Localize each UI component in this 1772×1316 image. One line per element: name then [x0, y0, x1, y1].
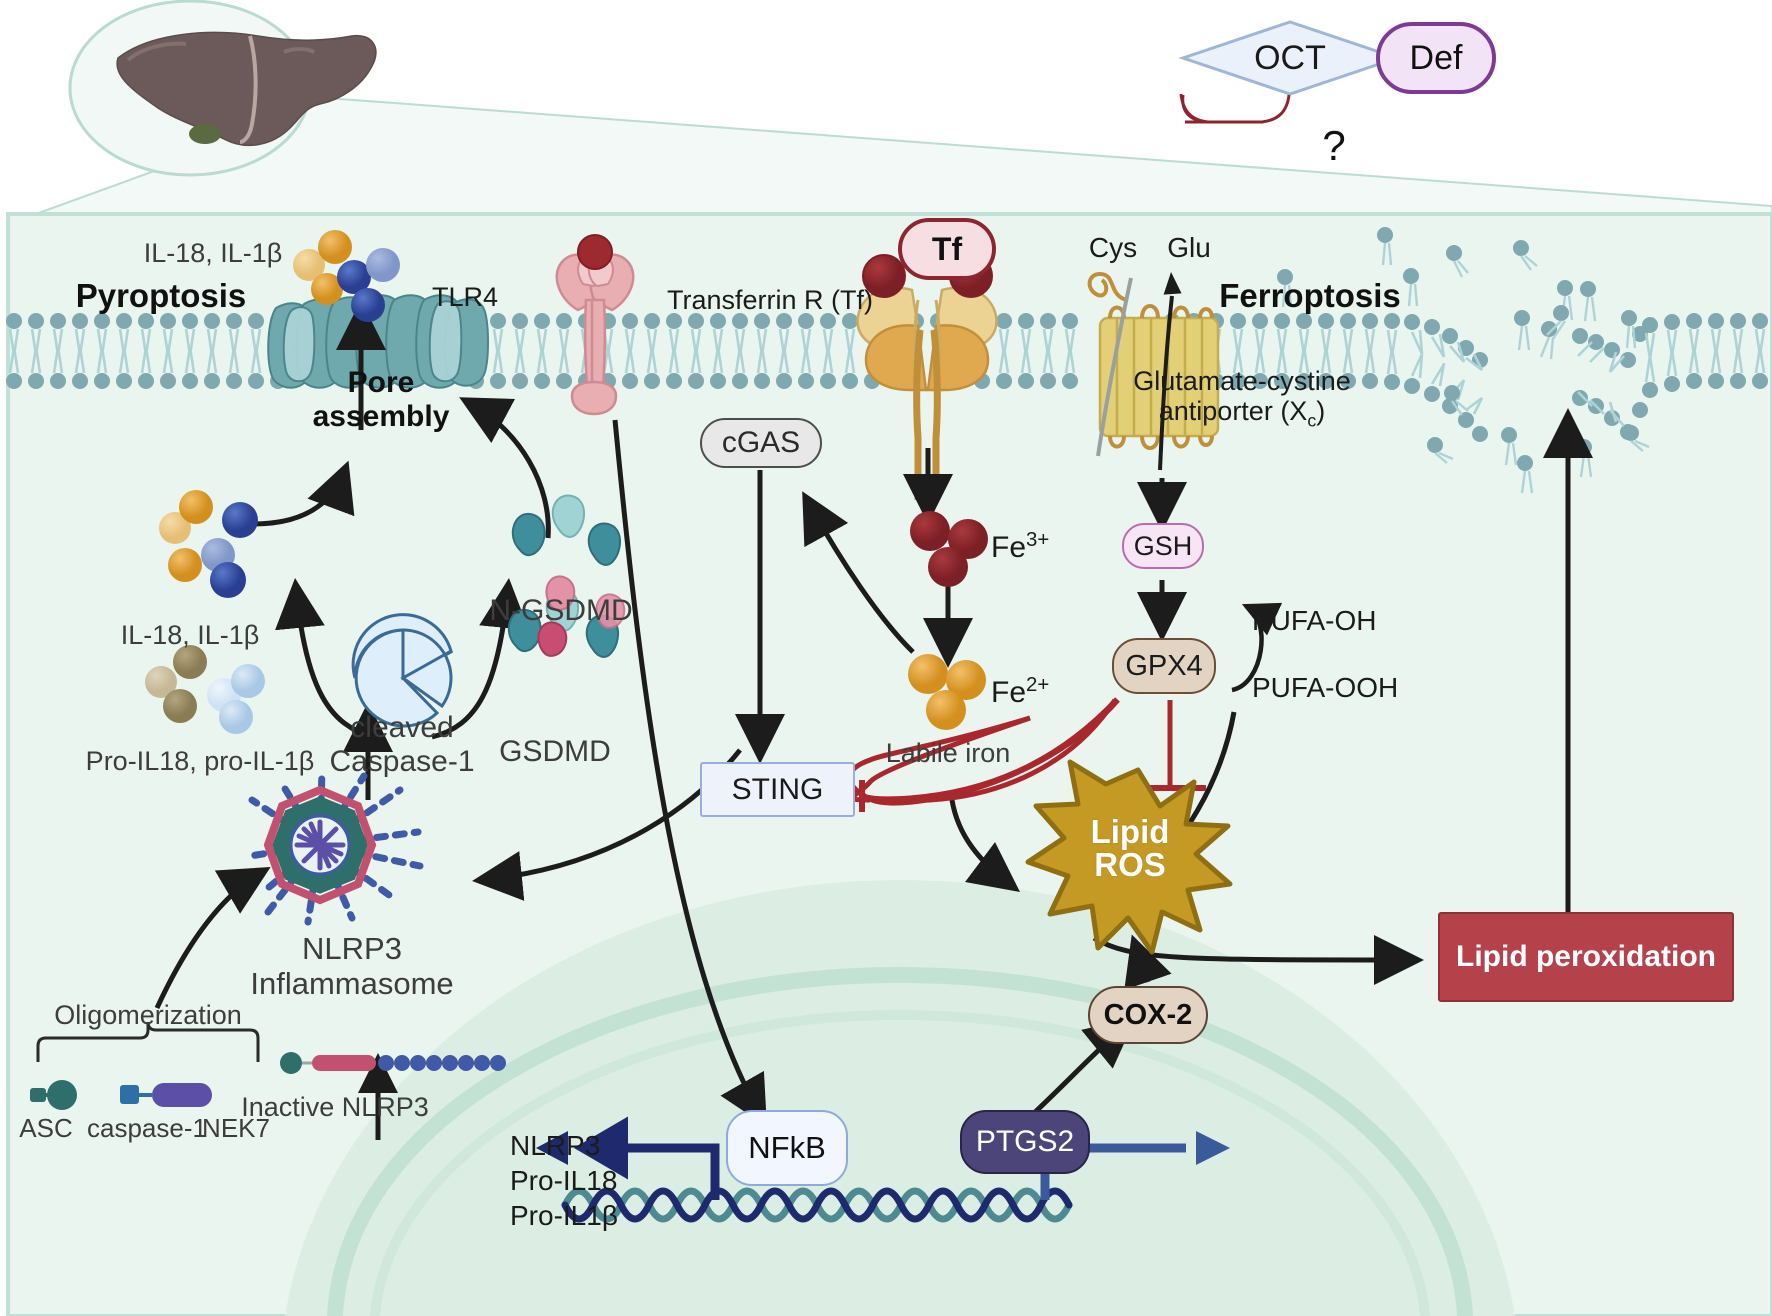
sting-node: STING [700, 762, 855, 817]
antiporter-line2: antiporter (Xc) [1158, 396, 1326, 431]
asc-label: ASC [19, 1113, 73, 1143]
tf-label: Tf [931, 230, 963, 267]
def-node: Def [1376, 22, 1496, 94]
oct-label: OCT [1254, 39, 1326, 77]
n-gsdmd-blobs [511, 494, 621, 566]
dna-helix [561, 1187, 1073, 1223]
cgas-label: cGAS [721, 426, 801, 459]
nfkb-label: NFkB [748, 1130, 826, 1165]
gene-targets-label: NLRP3 Pro-IL18 Pro-IL1β [510, 1130, 618, 1231]
secreted-cytokines [293, 230, 400, 322]
cleaved-caspase1-icon [351, 613, 454, 728]
pyroptosis-label: Pyroptosis [75, 277, 247, 314]
antiporter-line1: Glutamate-cystine [1133, 366, 1351, 396]
gsh-node: GSH [1122, 523, 1204, 569]
gsh-label: GSH [1133, 530, 1193, 561]
n-gsdmd-label: N-GSDMD [489, 594, 633, 627]
pro-il-label: Pro-IL18, pro-IL-1β [85, 746, 315, 776]
caspase1-icon [120, 1083, 212, 1107]
mature-il-label: IL-18, IL-1β [120, 620, 260, 650]
sting-label: STING [731, 772, 824, 806]
signal-arrows [154, 300, 1593, 1140]
xc-antiporter [1087, 271, 1220, 471]
tlr4-label: TLR4 [431, 282, 499, 312]
ptgs2-label: PTGS2 [975, 1125, 1075, 1158]
cox2-label: COX-2 [1103, 998, 1193, 1031]
nek7-label: NEK7 [202, 1113, 270, 1143]
ptgs2-node: PTGS2 [960, 1110, 1090, 1174]
glu-label: Glu [1167, 232, 1211, 263]
caspase1-label: caspase-1 [87, 1113, 207, 1143]
lipid-ros-star [1025, 759, 1233, 955]
oligomerization-label: Oligomerization [54, 1000, 242, 1030]
mature-cytokines [159, 490, 258, 598]
cleaved-caspase1-label: cleaved Caspase-1 [329, 711, 475, 778]
gsdmd-label: GSDMD [499, 735, 611, 768]
gpx4-node: GPX4 [1112, 638, 1216, 694]
fe3-ions [910, 511, 988, 587]
asc-icon [30, 1080, 77, 1110]
pufa-oh-label: PUFA-OH [1252, 605, 1377, 636]
lipid-peroxidation-node: Lipid peroxidation [1438, 912, 1734, 1002]
nlrp3-inflammasome-label: NLRP3 Inflammasome [250, 931, 454, 1001]
antiporter-label: Glutamate-cystine antiporter (Xc) [1133, 366, 1351, 432]
lipid-ros-label: Lipid ROS [1090, 813, 1170, 883]
nlrp3-inflammasome [246, 766, 424, 926]
ferroptosis-label: Ferroptosis [1219, 277, 1401, 314]
gpx4-label: GPX4 [1125, 649, 1203, 682]
gsdmd-blobs [507, 575, 626, 658]
labile-iron-label: Labile iron [885, 738, 1011, 768]
lipid-peroxidation-label: Lipid peroxidation [1456, 940, 1716, 973]
pufa-ooh-label: PUFA-OOH [1252, 672, 1399, 703]
fe2-label: Fe2+ [991, 674, 1050, 709]
tf-node: Tf [898, 218, 996, 280]
inactive-nlrp3-label: Inactive NLRP3 [241, 1092, 429, 1122]
transcription-arrows [574, 1116, 720, 1200]
fe2-ions [908, 654, 986, 730]
inactive-nlrp3-icon [280, 1052, 506, 1074]
question-mark-label: ? [1322, 122, 1346, 169]
cox2-node: COX-2 [1088, 986, 1208, 1044]
tlr4-receptor [555, 234, 635, 416]
nfkb-node: NFkB [726, 1110, 848, 1186]
transferrin-receptor-label: Transferrin R (Tf) [666, 285, 874, 315]
cys-label: Cys [1088, 232, 1138, 263]
cgas-node: cGAS [700, 418, 822, 468]
secreted-il-label: IL-18, IL-1β [143, 238, 283, 268]
pro-cytokines [145, 645, 265, 734]
scattered-lipids [1277, 227, 1650, 494]
liver-icon [116, 31, 377, 147]
oligomerization-bracket [36, 1021, 260, 1062]
fe3-label: Fe3+ [991, 529, 1050, 564]
pore-assembly-label: Pore assembly [312, 366, 450, 433]
def-label: Def [1409, 38, 1463, 77]
